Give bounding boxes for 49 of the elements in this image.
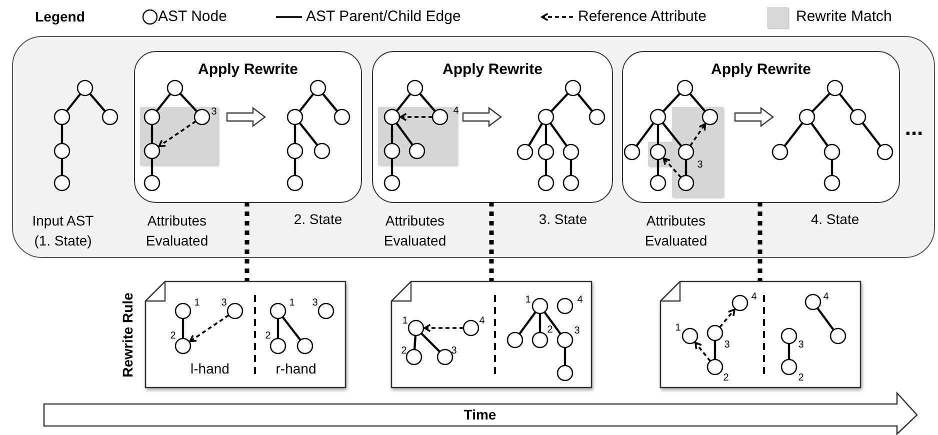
node-number: 4 (823, 292, 829, 302)
box-title: Apply Rewrite (196, 61, 300, 78)
state-caption: Attributes Evaluated (644, 211, 708, 250)
node-number: 3 (574, 326, 580, 336)
node-number: 4 (751, 292, 757, 302)
node-number: 4 (479, 316, 485, 326)
rule-note-card (660, 281, 861, 388)
state-caption: 2. State (292, 210, 344, 230)
node-number: 3 (724, 340, 730, 350)
dotted-connector (244, 202, 250, 281)
state-caption: 4. State (810, 210, 860, 230)
legend-label: Reference Attribute (578, 8, 706, 25)
state-caption: Attributes Evaluated (382, 211, 448, 250)
legend-label: AST Node (158, 8, 227, 25)
ellipsis: ... (904, 116, 924, 140)
state-caption: Attributes Evaluated (144, 211, 210, 250)
node-number: 2 (547, 324, 553, 336)
legend-title: Legend (35, 9, 85, 25)
node-number: 3 (312, 298, 318, 308)
legend-label: AST Parent/Child Edge (306, 8, 461, 25)
dotted-connector (758, 202, 762, 281)
node-number: 2 (265, 330, 271, 342)
rule-side-label: l-hand (190, 361, 230, 377)
node-number: 3 (697, 160, 703, 170)
node-number: 2 (170, 330, 176, 342)
node-number: 1 (289, 298, 295, 308)
vertical-label: Rewrite Rule (120, 292, 136, 378)
node-number: 2 (401, 346, 407, 356)
dotted-connector (489, 202, 494, 281)
node-number: 4 (453, 106, 459, 116)
axis-label: Time (464, 407, 496, 423)
node-number: 1 (402, 316, 408, 326)
node-number: 3 (451, 346, 457, 356)
rule-side-label: r-hand (276, 361, 316, 377)
box-title: Apply Rewrite (441, 61, 544, 78)
state-caption: 3. State (538, 210, 588, 230)
node-number: 3 (211, 106, 217, 118)
node-number: 3 (221, 298, 227, 308)
rule-note-card (145, 281, 346, 388)
node-number: 2 (723, 372, 729, 384)
node-number: 4 (577, 294, 583, 306)
node-number: 2 (798, 372, 804, 384)
legend-label: Rewrite Match (796, 8, 892, 25)
node-number: 1 (194, 298, 200, 308)
node-number: 1 (525, 294, 531, 306)
node-number: 3 (798, 340, 804, 350)
state-caption: Input AST (1. State) (31, 211, 95, 250)
box-title: Apply Rewrite (710, 61, 812, 78)
node-number: 1 (675, 322, 681, 334)
